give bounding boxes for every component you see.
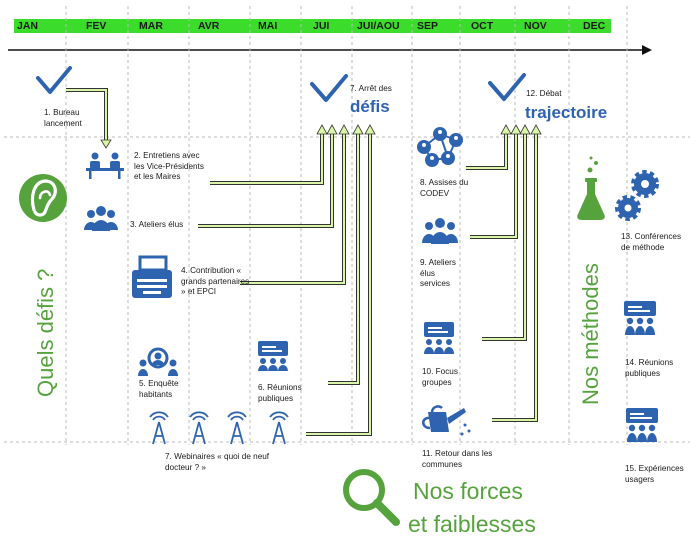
meeting-table-icon bbox=[86, 152, 124, 179]
connectors-trajectoire bbox=[466, 124, 542, 422]
watering-can-icon bbox=[422, 405, 471, 436]
item-contribution-label: 4. Contribution « grands partenaires » e… bbox=[181, 266, 250, 296]
group-icon bbox=[84, 206, 118, 231]
presentation-icon bbox=[424, 322, 454, 354]
month-grid bbox=[65, 6, 628, 445]
survey-people-icon bbox=[138, 347, 178, 376]
month-label: DEC bbox=[583, 20, 606, 32]
month-label: SEP bbox=[417, 20, 439, 32]
gears-icon bbox=[615, 170, 659, 221]
month-label: NOV bbox=[524, 20, 547, 32]
item-enquete-label: 5. Enquête habitants bbox=[139, 379, 179, 399]
checkmark-icon bbox=[36, 66, 72, 94]
month-label: AVR bbox=[198, 20, 220, 32]
side-title-methodes: Nos méthodes bbox=[578, 263, 603, 405]
flask-icon bbox=[577, 156, 605, 220]
network-people-icon bbox=[417, 127, 463, 167]
month-label: JUI/AOU bbox=[357, 20, 400, 32]
month-label: JUI bbox=[313, 20, 330, 32]
side-title-defis: Quels défis ? bbox=[33, 268, 58, 397]
group-icon bbox=[422, 218, 458, 244]
month-label: OCT bbox=[471, 20, 494, 32]
ear-icon bbox=[19, 174, 67, 222]
item-webinaires-label: 7. Webinaires « quoi de neuf docteur ? » bbox=[165, 452, 270, 472]
method-conferences-label: 13. Conférences de méthode bbox=[621, 232, 682, 252]
presentation-icon bbox=[258, 341, 288, 371]
method-experiences-label: 15. Expériences usagers bbox=[625, 464, 684, 484]
milestone-defis-title: défis bbox=[350, 97, 390, 116]
item-reunions-label: 6. Réunions publiques bbox=[258, 383, 302, 403]
month-band bbox=[14, 19, 611, 33]
month-label: JAN bbox=[17, 20, 39, 32]
month-label: MAR bbox=[139, 20, 163, 32]
checkmark-icon bbox=[310, 74, 348, 102]
milestone-trajectoire-label: 12. Débat bbox=[526, 89, 562, 98]
item-entretiens-label: 2. Entretiens avec les Vice-Présidents e… bbox=[134, 151, 204, 181]
item-assises-label: 8. Assises du CODEV bbox=[420, 178, 469, 198]
presentation-icon bbox=[624, 301, 656, 335]
milestone-defis-label: 7. Arrêt des bbox=[350, 84, 392, 93]
item-ateliers-elus-label: 3. Ateliers élus bbox=[130, 220, 184, 229]
antenna-icon bbox=[149, 411, 289, 445]
row-grid bbox=[4, 136, 690, 443]
typewriter-icon bbox=[132, 255, 172, 298]
connectors-defis bbox=[198, 124, 376, 436]
item-ateliers-services-label: 9. Ateliers élus services bbox=[420, 258, 456, 288]
item-retour-label: 11. Retour dans les communes bbox=[422, 449, 493, 469]
method-reunions-label: 14. Réunions publiques bbox=[625, 358, 674, 378]
presentation-icon bbox=[626, 408, 658, 442]
item-focus-label: 10. Focus groupes bbox=[422, 367, 458, 387]
timeline-arrowhead bbox=[642, 45, 652, 55]
month-label: FEV bbox=[86, 20, 107, 32]
checkmark-icon bbox=[488, 73, 526, 101]
bottom-title-line2: et faiblesses bbox=[408, 511, 536, 537]
bottom-title-line1: Nos forces bbox=[413, 478, 523, 504]
milestone-trajectoire-title: trajectoire bbox=[525, 103, 608, 122]
magnifier-icon bbox=[343, 469, 400, 526]
milestone-bureau-label: 1. Bureau lancement bbox=[44, 108, 82, 128]
month-label: MAI bbox=[258, 20, 278, 32]
connector-bureau bbox=[66, 88, 112, 149]
